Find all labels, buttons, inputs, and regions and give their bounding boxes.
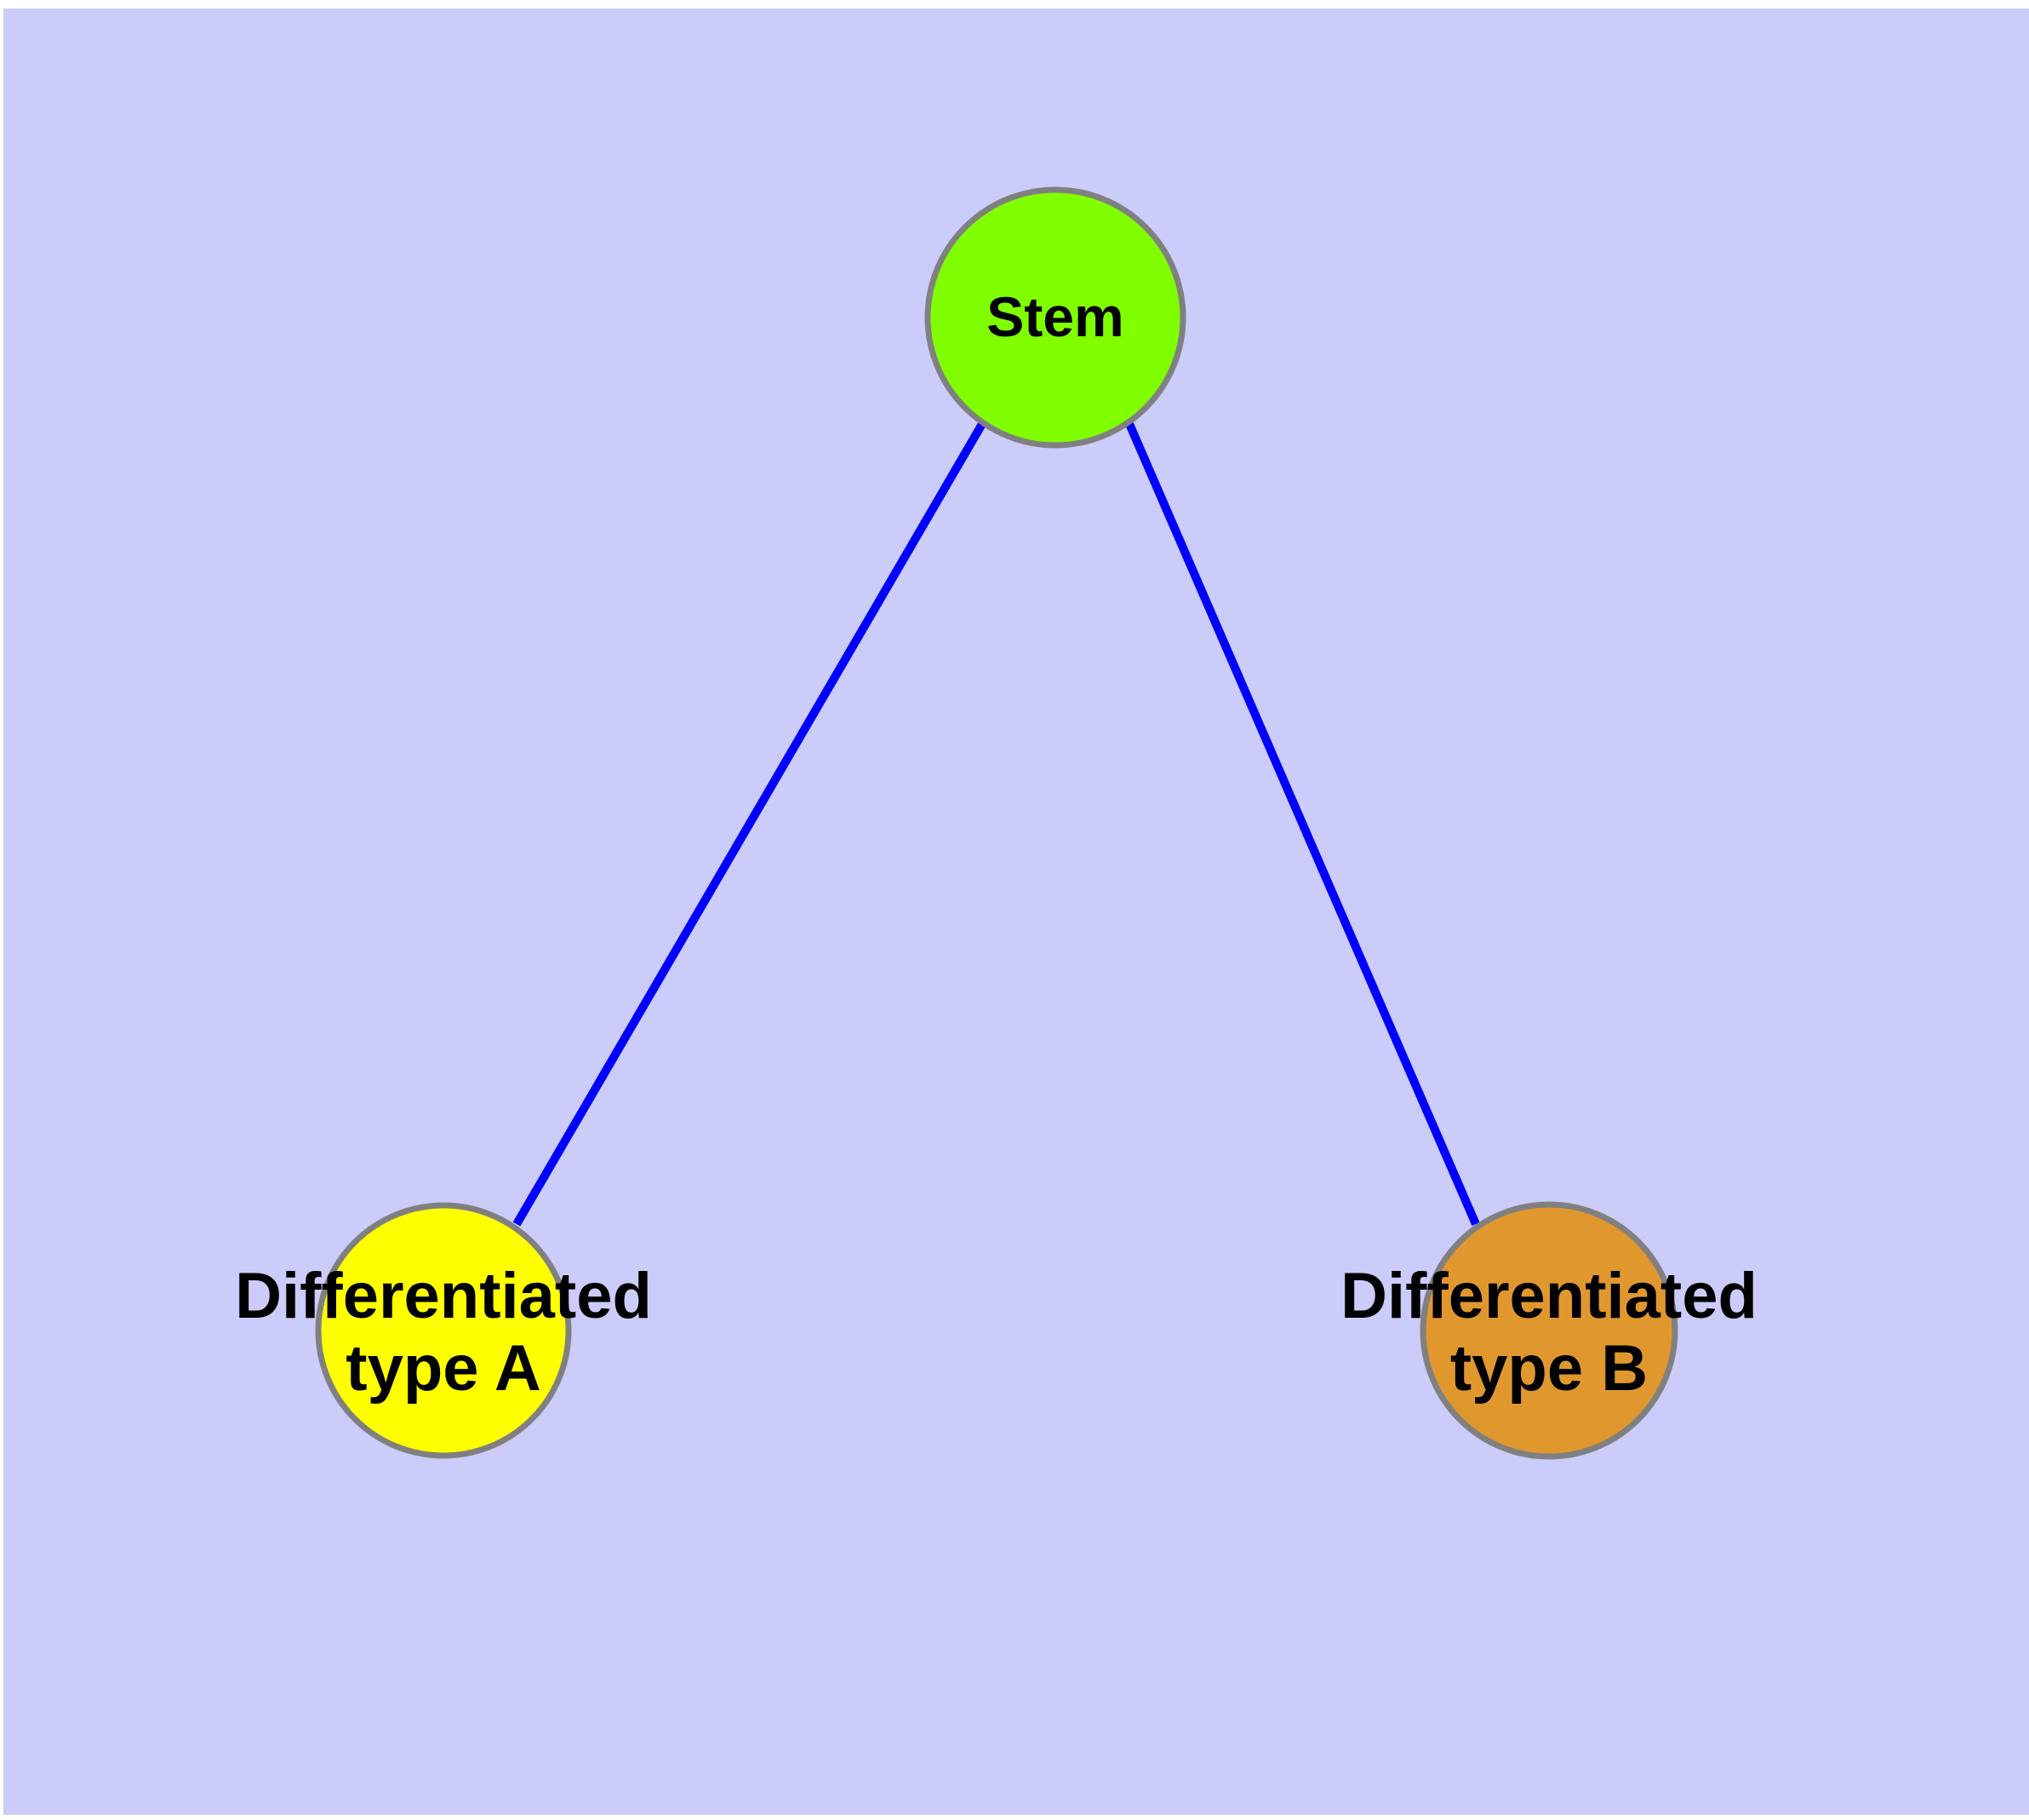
edge-stem-to-differentiated-type-a: [512, 421, 986, 1227]
node-differentiated-type-b[interactable]: [1420, 1201, 1678, 1460]
node-differentiated-type-a[interactable]: [315, 1202, 572, 1459]
edge-stem-to-differentiated-type-b: [1125, 422, 1480, 1226]
edge-layer: [512, 421, 1480, 1227]
node-layer: [315, 186, 1678, 1460]
node-stem[interactable]: [924, 186, 1186, 449]
